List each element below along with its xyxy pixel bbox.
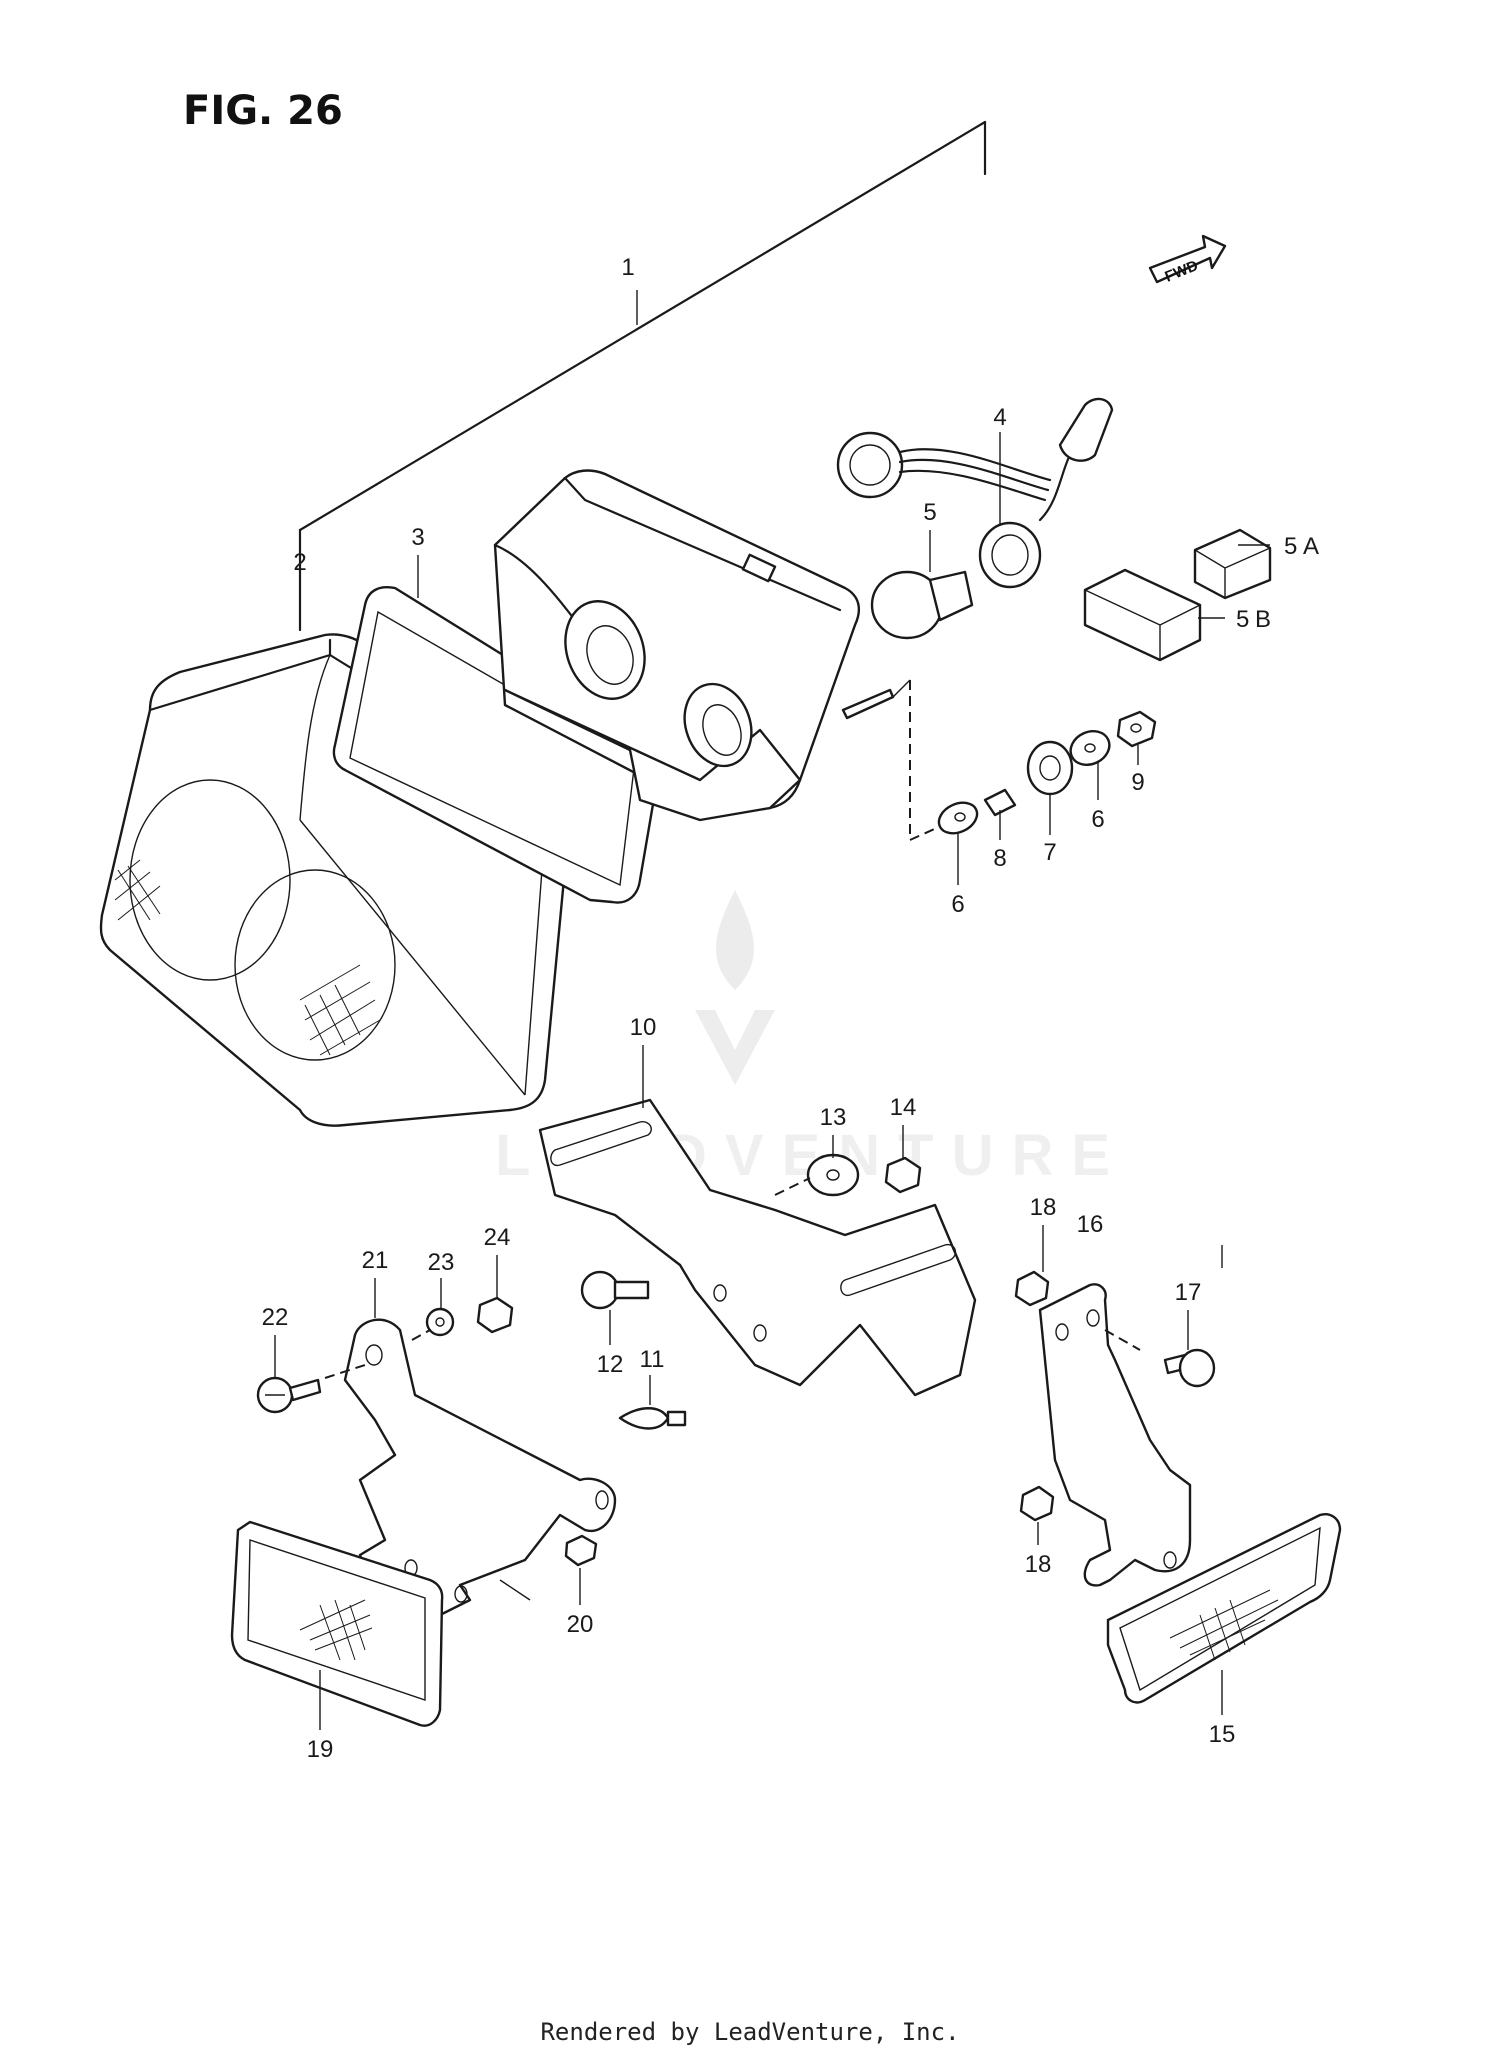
callout-19: 19 [307,1736,334,1763]
callout-24: 24 [484,1224,511,1251]
washer-part-13 [806,1153,860,1197]
callout-18b: 18 [1025,1551,1052,1578]
callout-15: 15 [1209,1721,1236,1748]
resistor-block-5a [1193,528,1272,600]
bolt-part-12 [580,1270,650,1310]
callout-5a-suffix: A [1303,533,1319,560]
nut-part-18b [1019,1485,1055,1522]
callout-9: 9 [1131,769,1144,796]
bulb-part-11 [618,1407,687,1430]
nut-part-24 [476,1296,514,1334]
callout-7: 7 [1043,839,1056,866]
socket-harness-part-4 [836,397,1114,589]
callout-6a: 6 [951,891,964,918]
bulb-part-5 [870,570,974,640]
callout-12: 12 [597,1351,624,1378]
leader-lines [274,432,1270,1730]
callout-18a: 18 [1030,1194,1057,1221]
callout-1: 1 [621,254,634,281]
callout-labels: 1 2 3 4 5 5 A 5 B 6 6 7 8 9 10 11 12 13 … [262,254,1319,1763]
screw-part-17 [1163,1348,1216,1388]
footer-credit: Rendered by LeadVenture, Inc. [540,2018,959,2046]
callout-5b: 5 [1236,606,1249,633]
reflector-part-15 [1106,1513,1342,1704]
nut-part-14 [884,1156,922,1194]
callout-6b: 6 [1091,806,1104,833]
leadventure-watermark [695,890,775,1085]
callout-5a: 5 [1284,533,1297,560]
washer-part-23 [425,1307,455,1337]
callout-5: 5 [923,499,936,526]
reflector-part-19 [230,1520,444,1727]
callout-8: 8 [993,845,1006,872]
callout-21: 21 [362,1247,389,1274]
figure-title: FIG. 26 [183,88,343,134]
callout-11: 11 [640,1346,665,1373]
resistor-block-5b [1083,568,1202,662]
callout-13: 13 [820,1104,847,1131]
callout-20: 20 [567,1611,594,1638]
fwd-arrow-icon: FWD [1148,234,1227,286]
callout-10: 10 [630,1014,657,1041]
callout-16: 16 [1077,1211,1104,1238]
nut-part-20 [564,1534,598,1567]
callout-17: 17 [1175,1279,1202,1306]
callout-4: 4 [993,404,1006,431]
nut-part-18a [1014,1270,1050,1307]
lamp-housing-part-1 [493,469,895,822]
callout-5b-suffix: B [1255,606,1271,633]
mount-hardware [892,679,1157,842]
callout-22: 22 [262,1304,289,1331]
plate-bracket-part-10 [538,1098,977,1397]
screw-part-22 [256,1376,322,1414]
right-bracket-part-16 [1038,1283,1192,1587]
callout-3: 3 [411,524,424,551]
callout-23: 23 [428,1249,455,1276]
callout-2: 2 [293,549,306,576]
callout-14: 14 [890,1094,917,1121]
